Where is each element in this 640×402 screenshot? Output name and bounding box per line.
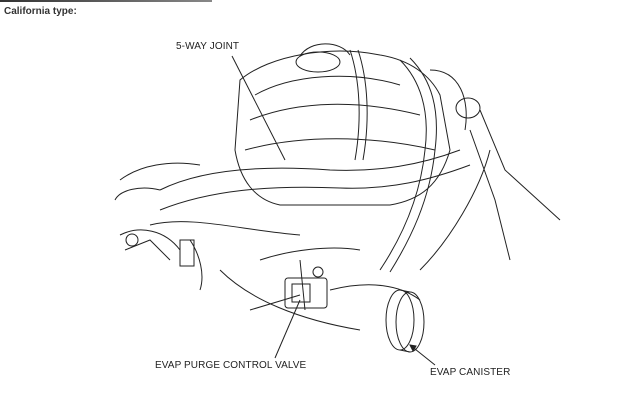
diagram-title: California type: [4,6,77,17]
purge-valve-leader [274,299,301,359]
intake-and-hoses [114,49,561,331]
canister-arrow-icon [409,344,417,353]
engine-block [234,43,451,206]
evap-canister-drawing [385,289,425,353]
header-rule [0,0,212,2]
evap-purge-control-valve-drawing [284,266,328,309]
five-way-joint-label: 5-WAY JOINT [176,41,240,52]
evap-purge-control-valve-label: EVAP PURGE CONTROL VALVE [155,360,307,371]
five-way-joint-leader [231,55,286,161]
evap-canister-label: EVAP CANISTER [430,367,511,378]
